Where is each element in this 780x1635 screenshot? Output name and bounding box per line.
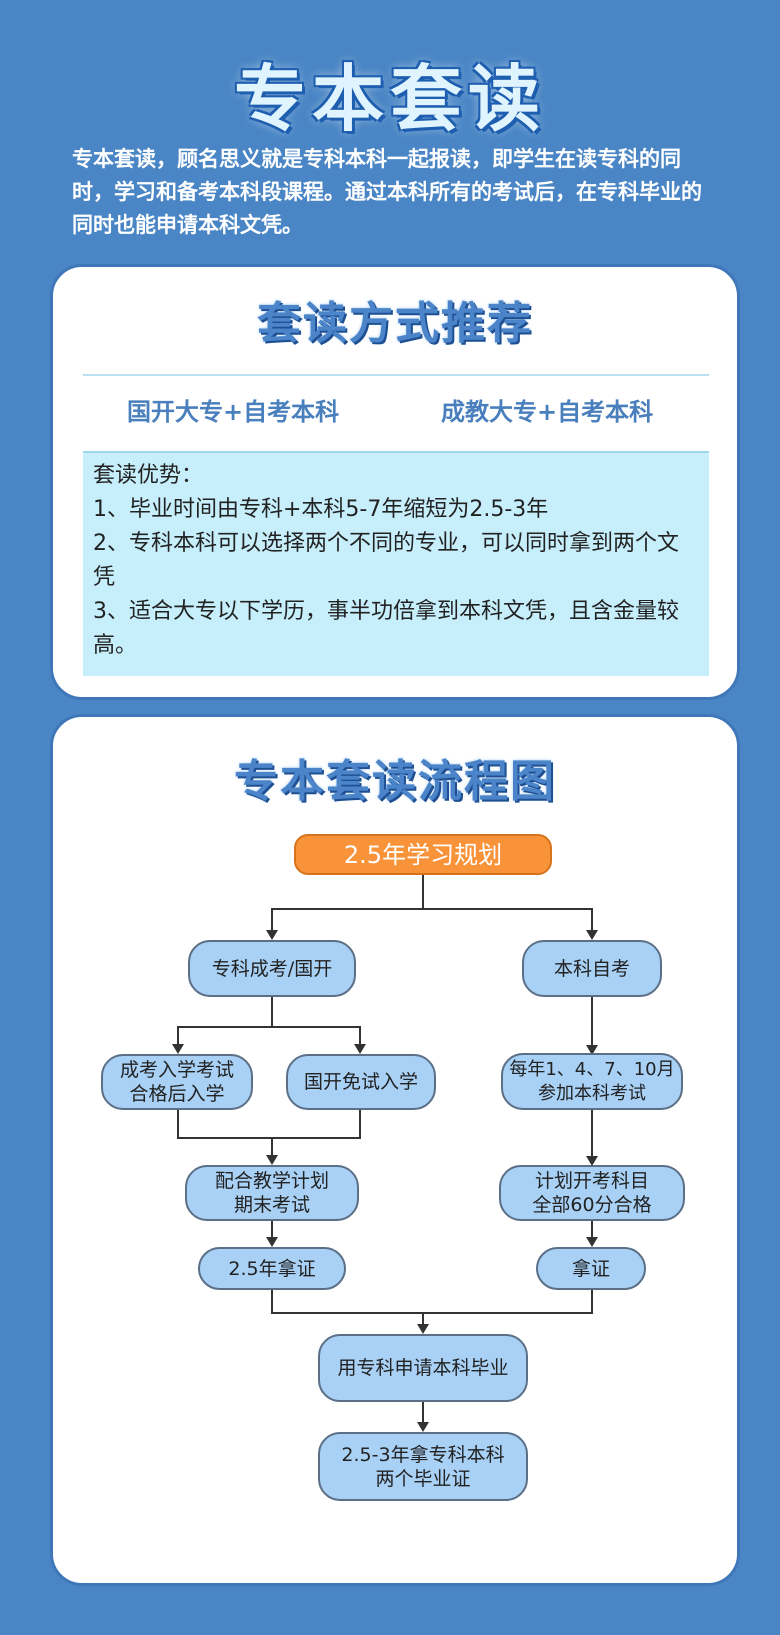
advantages-heading: 套读优势： [93, 463, 204, 488]
flow-start-node: 2.5年学习规划 [294, 834, 552, 875]
flow-node-left-3: 2.5年拿证 [198, 1247, 346, 1290]
flow-card: 专本套读流程图 2.5年学习规划 专科成考/国开 本科自考 成考入学考试 合格后… [50, 714, 740, 1586]
connector [422, 1312, 424, 1326]
arrow-icon [354, 1044, 366, 1054]
method-option-2: 成教大专+自考本科 [441, 398, 654, 426]
flow-node-left-branch: 专科成考/国开 [188, 940, 356, 997]
advantage-item-1: 1、毕业时间由专科+本科5-7年缩短为2.5-3年 [93, 497, 549, 522]
connector [271, 1217, 273, 1239]
connector [591, 997, 593, 1047]
flow-node-right-1: 每年1、4、7、10月 参加本科考试 [501, 1053, 683, 1110]
advantage-item-3: 3、适合大专以下学历，事半功倍拿到本科文凭，且含金量较高。 [93, 599, 679, 658]
connector [591, 908, 593, 932]
methods-card-title: 套读方式推荐 [257, 298, 533, 349]
arrow-icon [417, 1324, 429, 1334]
connector [359, 1110, 361, 1138]
flow-node-left-a: 成考入学考试 合格后入学 [101, 1054, 253, 1110]
connector [591, 1217, 593, 1239]
flow-node-right-2: 计划开考科目 全部60分合格 [499, 1165, 685, 1221]
arrow-icon [266, 1237, 278, 1247]
arrow-icon [586, 1237, 598, 1247]
arrow-icon [586, 1156, 598, 1166]
connector [591, 1289, 593, 1313]
connector [271, 1312, 593, 1314]
flow-end-node: 2.5-3年拿专科本科 两个毕业证 [318, 1432, 528, 1501]
connector [422, 875, 424, 909]
flow-node-left-b: 国开免试入学 [286, 1054, 436, 1110]
connector [177, 1110, 179, 1138]
flow-node-merge: 用专科申请本科毕业 [318, 1334, 528, 1402]
connector [359, 1026, 361, 1046]
connector [271, 1289, 273, 1313]
arrow-icon [266, 930, 278, 940]
arrow-icon [417, 1422, 429, 1432]
arrow-icon [172, 1044, 184, 1054]
method-option-1: 国开大专+自考本科 [127, 398, 340, 426]
divider [83, 374, 709, 376]
connector [177, 1137, 361, 1139]
connector [271, 908, 273, 932]
connector [271, 1137, 273, 1157]
arrow-icon [586, 1045, 598, 1055]
connector [177, 1026, 361, 1028]
arrow-icon [266, 1155, 278, 1165]
connector [271, 997, 273, 1027]
page-title: 专本套读 [233, 57, 546, 141]
connector [271, 908, 593, 910]
flow-node-left-2: 配合教学计划 期末考试 [185, 1165, 359, 1221]
advantage-item-2: 2、专科本科可以选择两个不同的专业，可以同时拿到两个文凭 [93, 531, 679, 590]
intro-text: 专本套读，顾名思义就是专科本科一起报读，即学生在读专科的同时，学习和备考本科段课… [72, 147, 702, 237]
connector [422, 1402, 424, 1424]
methods-card: 套读方式推荐 国开大专+自考本科 成教大专+自考本科 套读优势： 1、毕业时间由… [50, 264, 740, 700]
flow-node-right-3: 拿证 [536, 1247, 646, 1290]
arrow-icon [586, 930, 598, 940]
flow-node-right-branch: 本科自考 [522, 940, 662, 997]
connector [177, 1026, 179, 1046]
advantages-box: 套读优势： 1、毕业时间由专科+本科5-7年缩短为2.5-3年 2、专科本科可以… [83, 451, 709, 676]
flow-card-title: 专本套读流程图 [234, 756, 556, 807]
connector [591, 1110, 593, 1158]
